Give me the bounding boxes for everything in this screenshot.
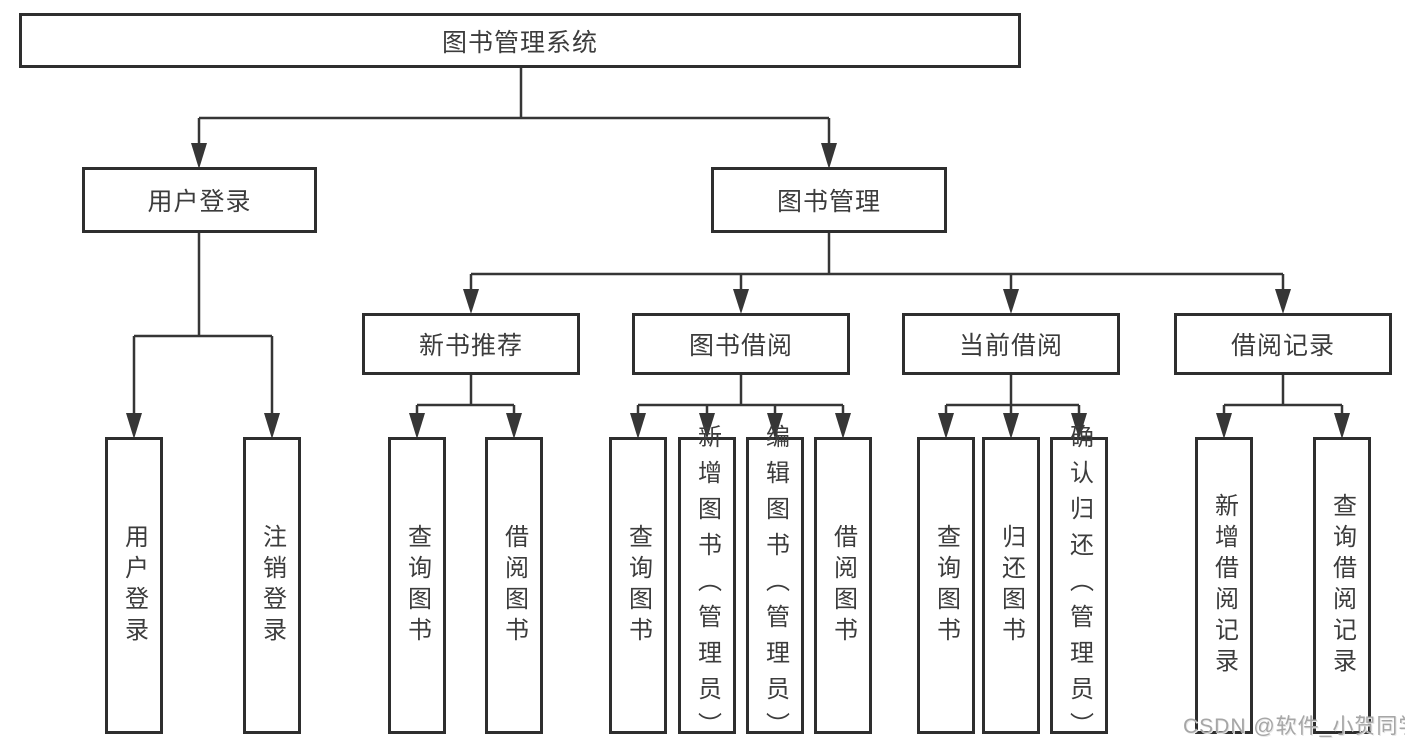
node-user-login-label: 用户登录 (147, 188, 252, 216)
leaf-edit-book-admin: 编辑图书（管理员） (746, 424, 804, 747)
leaf-query-books-recommend: 查询图书 (388, 437, 446, 734)
node-root: 图书管理系统 (19, 13, 1021, 68)
leaf-label: 借阅图书 (829, 523, 857, 648)
connector-new-book-recommend-to-leaves (409, 373, 522, 439)
leaf-label: 查询图书 (932, 523, 960, 648)
node-new-book-recommend: 新书推荐 (362, 313, 580, 375)
node-user-login: 用户登录 (82, 167, 317, 233)
leaf-borrow-books: 借阅图书 (814, 437, 872, 734)
node-book-borrow-label: 图书借阅 (688, 332, 793, 360)
node-new-book-recommend-label: 新书推荐 (418, 332, 523, 360)
leaf-label: 查询图书 (403, 523, 431, 648)
connector-borrow-record-to-leaves (1216, 373, 1350, 439)
leaf-return-book: 归还图书 (982, 437, 1040, 734)
connector-user-login-to-leaves (126, 233, 280, 439)
leaf-query-books-current: 查询图书 (917, 437, 975, 734)
leaf-label: 确认归还（管理员） (1065, 423, 1093, 747)
leaf-label: 归还图书 (997, 523, 1025, 648)
leaf-logout: 注销登录 (243, 437, 301, 734)
leaf-query-borrow-record: 查询借阅记录 (1313, 437, 1371, 734)
node-book-management-label: 图书管理 (776, 188, 881, 216)
leaf-label: 借阅图书 (500, 523, 528, 648)
node-book-management: 图书管理 (711, 167, 947, 233)
node-borrow-record-label: 借阅记录 (1230, 332, 1335, 360)
leaf-label: 编辑图书（管理员） (761, 423, 789, 747)
leaf-label: 新增图书（管理员） (693, 423, 721, 747)
leaf-query-books-borrow: 查询图书 (609, 437, 667, 734)
leaf-confirm-return-admin: 确认归还（管理员） (1050, 424, 1108, 747)
leaf-label: 新增借阅记录 (1210, 492, 1238, 679)
leaf-label: 查询图书 (624, 523, 652, 648)
connector-root-to-level2 (191, 68, 837, 169)
leaf-add-book-admin: 新增图书（管理员） (678, 424, 736, 747)
leaf-borrow-books-recommend: 借阅图书 (485, 437, 543, 734)
node-root-label: 图书管理系统 (441, 28, 598, 57)
leaf-add-borrow-record: 新增借阅记录 (1195, 437, 1253, 734)
connector-current-borrow-to-leaves (938, 373, 1087, 439)
leaf-user-login: 用户登录 (105, 437, 163, 734)
csdn-watermark: CSDN @软件_小贺同学 (1183, 715, 1405, 738)
node-current-borrow-label: 当前借阅 (958, 332, 1063, 360)
leaf-label: 查询借阅记录 (1328, 492, 1356, 679)
node-current-borrow: 当前借阅 (902, 313, 1120, 375)
leaf-label: 注销登录 (258, 523, 286, 648)
node-book-borrow: 图书借阅 (632, 313, 850, 375)
connector-book-borrow-to-leaves (630, 373, 851, 439)
node-borrow-record: 借阅记录 (1174, 313, 1392, 375)
leaf-label: 用户登录 (120, 523, 148, 648)
connector-book-management-to-groups (463, 233, 1291, 314)
